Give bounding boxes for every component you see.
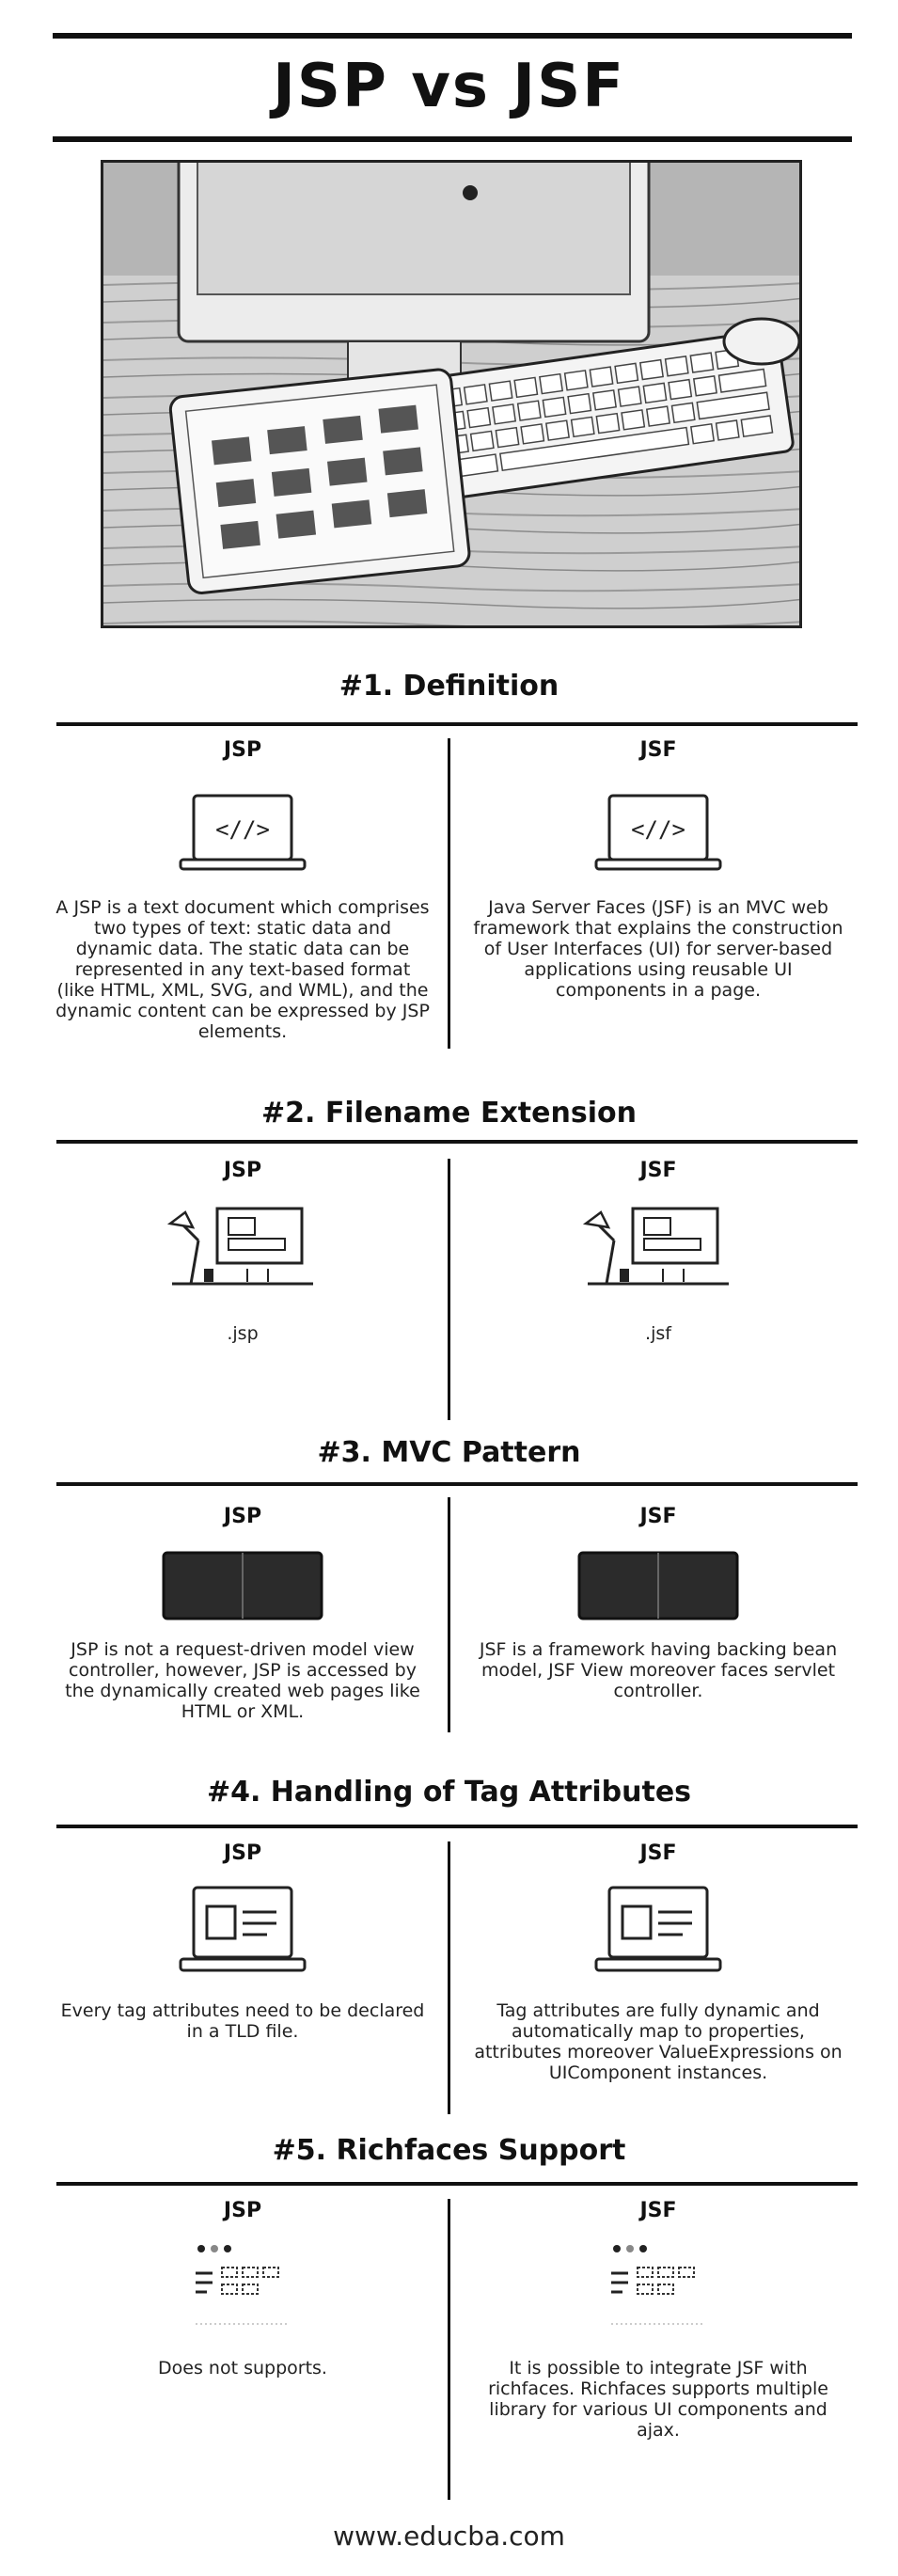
section-title: #5. Richfaces Support [272, 2134, 626, 2167]
title-rule-top [53, 33, 852, 39]
richfaces-layout-icon [196, 2245, 290, 2325]
tablet-landscape-icon [162, 1551, 323, 1620]
column-heading: JSF [639, 1505, 677, 1528]
column-heading: JSF [639, 1159, 677, 1182]
column-heading: JSP [223, 1159, 262, 1182]
desk-lamp-monitor-icon [582, 1207, 729, 1286]
document-laptop-icon [594, 1886, 722, 1972]
column-jsf: JSF .jsf [470, 1159, 846, 1344]
column-heading: JSP [223, 2199, 262, 2222]
column-jsf: JSF <//> Java Server Faces (JSF) is an M… [470, 738, 846, 1001]
column-heading: JSF [639, 2199, 677, 2222]
code-laptop-icon: <//> [179, 794, 307, 871]
column-heading: JSF [639, 1841, 677, 1865]
section-title: #3. MVC Pattern [317, 1436, 581, 1469]
column-text: .jsp [227, 1323, 259, 1344]
column-divider [448, 1841, 450, 2114]
column-jsf: JSF JSF is a framework having backing be… [470, 1505, 846, 1701]
section-title: #1. Definition [339, 670, 559, 703]
section-rule [56, 1482, 858, 1486]
column-jsp: JSP Does not supports. [55, 2199, 431, 2378]
hero-image [101, 160, 802, 628]
code-laptop-icon: <//> [594, 794, 722, 871]
column-divider [448, 1497, 450, 1732]
section-rule [56, 2182, 858, 2186]
desk-lamp-monitor-icon [166, 1207, 313, 1286]
column-heading: JSP [223, 738, 262, 762]
page-title: JSP vs JSF [273, 52, 625, 121]
document-laptop-icon [179, 1886, 307, 1972]
column-text: A JSP is a text document which comprises… [55, 897, 430, 1042]
column-text: It is possible to integrate JSF with ric… [488, 2358, 828, 2441]
column-divider [448, 738, 450, 1049]
column-text: Java Server Faces (JSF) is an MVC web fr… [473, 897, 843, 1001]
column-text: JSF is a framework having backing bean m… [479, 1639, 838, 1701]
column-heading: JSP [223, 1841, 262, 1865]
column-text: Tag attributes are fully dynamic and aut… [474, 2000, 843, 2083]
workspace-illustration [103, 163, 799, 625]
column-jsp: JSP <//> A JSP is a text document which … [55, 738, 431, 1042]
section-rule [56, 1140, 858, 1144]
column-text: Every tag attributes need to be declared… [60, 2000, 425, 2042]
section-title: #4. Handling of Tag Attributes [206, 1776, 692, 1809]
column-text: JSP is not a request-driven model view c… [65, 1639, 420, 1722]
column-jsp: JSP .jsp [55, 1159, 431, 1344]
svg-text:<//>: <//> [215, 816, 270, 843]
column-divider [448, 2199, 450, 2500]
column-jsf: JSF Tag attributes are fully dynamic and… [470, 1841, 846, 2083]
column-jsf: JSF It is possible to integrate JSF with… [470, 2199, 846, 2441]
column-text: .jsf [645, 1323, 671, 1344]
column-jsp: JSP Every tag attributes need to be decl… [55, 1841, 431, 2042]
footer-url: www.educba.com [333, 2521, 565, 2552]
column-heading: JSF [639, 738, 677, 762]
richfaces-layout-icon [611, 2245, 705, 2325]
column-heading: JSP [223, 1505, 262, 1528]
section-rule [56, 722, 858, 726]
title-rule-bottom [53, 136, 852, 142]
tablet-landscape-icon [577, 1551, 739, 1620]
section-rule [56, 1825, 858, 1828]
svg-text:<//>: <//> [631, 816, 685, 843]
column-text: Does not supports. [158, 2358, 327, 2378]
column-divider [448, 1159, 450, 1420]
column-jsp: JSP JSP is not a request-driven model vi… [55, 1505, 431, 1722]
section-title: #2. Filename Extension [261, 1097, 637, 1130]
